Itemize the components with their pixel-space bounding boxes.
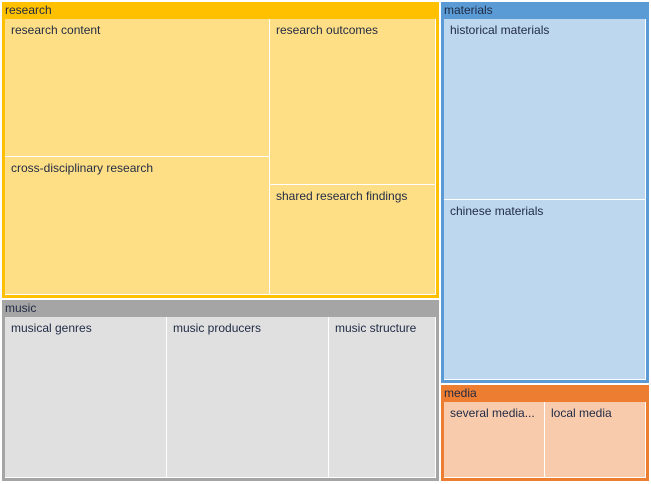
treemap-leaf-cross-disciplinary-research: cross-disciplinary research xyxy=(5,157,270,295)
treemap-leaf-label: several media... xyxy=(450,406,535,420)
treemap-leaf-chinese-materials: chinese materials xyxy=(444,200,646,380)
treemap-group-music: music musical genres music producers music … xyxy=(2,300,439,481)
treemap-leaf-music-structure: music structure xyxy=(329,317,436,478)
treemap-leaf-several-media: several media... xyxy=(444,402,545,478)
treemap-leaf-label: research outcomes xyxy=(276,23,379,37)
treemap-leaf-label: music producers xyxy=(173,321,262,335)
treemap-group-label: materials xyxy=(444,3,493,17)
treemap-leaf-historical-materials: historical materials xyxy=(444,19,646,200)
treemap-leaf-label: historical materials xyxy=(450,23,550,37)
treemap-leaf-label: research content xyxy=(11,23,101,37)
treemap-group-materials: materials historical materials chinese mat… xyxy=(441,2,649,383)
treemap-leaf-research-content: research content xyxy=(5,19,270,157)
treemap-group-label: media xyxy=(444,386,477,400)
treemap-leaf-label: musical genres xyxy=(11,321,92,335)
treemap-leaf-label: local media xyxy=(551,406,612,420)
treemap-group-label: music xyxy=(5,301,37,315)
treemap-leaf-local-media: local media xyxy=(545,402,646,478)
treemap-group-label: research xyxy=(5,3,52,17)
treemap-leaf-research-outcomes: research outcomes xyxy=(270,19,436,185)
treemap-leaf-music-producers: music producers xyxy=(167,317,329,478)
treemap-leaf-label: cross-disciplinary research xyxy=(11,161,154,175)
treemap-group-media: media several media... local media xyxy=(441,385,649,481)
treemap-leaf-label: music structure xyxy=(335,321,417,335)
treemap-leaf-musical-genres: musical genres xyxy=(5,317,167,478)
treemap-leaf-shared-research-findings: shared research findings xyxy=(270,185,436,295)
treemap-leaf-label: chinese materials xyxy=(450,204,544,218)
treemap-leaf-label: shared research findings xyxy=(276,189,408,203)
treemap-group-research: research research content cross-disciplina… xyxy=(2,2,439,298)
